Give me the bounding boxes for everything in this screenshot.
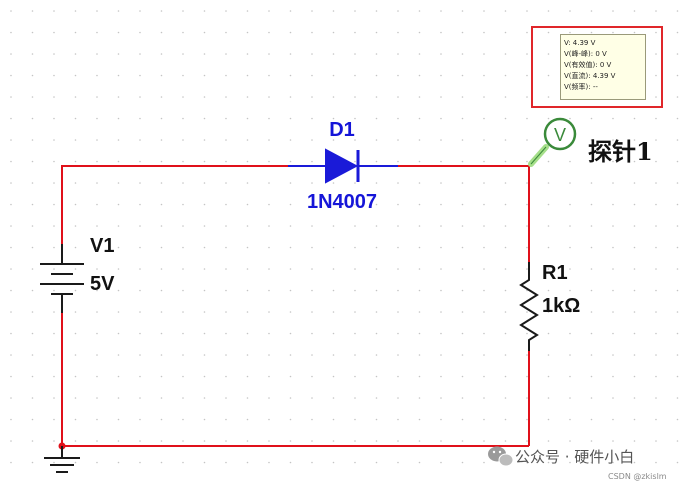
reading-rms: V(有效值): 0 V [564,61,612,69]
reading-voltage: V: 4.39 V [564,39,596,47]
resistor-value-label: 1kΩ [542,295,580,317]
battery-value-label: 5V [90,273,115,295]
ground-symbol[interactable] [44,446,80,473]
probe-symbol-label: V [554,125,566,145]
highlight-frame [531,26,663,108]
probe-readings-tooltip: V: 4.39 V V(峰-峰): 0 V V(有效值): 0 V V(直流):… [560,34,646,100]
resistor-r1[interactable] [519,262,539,351]
wechat-icon [488,446,514,467]
resistor-name-label: R1 [542,262,568,284]
watermark-credit: CSDN @zkislm [608,472,667,481]
probe-name-label: 探针1 [588,137,653,166]
voltage-probe[interactable]: V [528,117,577,167]
watermark: 公众号 · 硬件小白 CSDN @zkislm [488,446,667,481]
reading-frequency: V(频率): -- [564,83,598,91]
diode-model-label: 1N4007 [307,191,377,213]
reading-dc: V(直流): 4.39 V [564,72,616,80]
diode-d1[interactable] [288,148,398,184]
wire-top-left[interactable] [61,165,288,244]
battery-v1[interactable] [40,244,84,313]
diode-name-label: D1 [329,119,355,141]
watermark-text: 公众号 · 硬件小白 [515,448,634,466]
reading-peak-to-peak: V(峰-峰): 0 V [564,50,607,58]
battery-name-label: V1 [90,235,114,257]
